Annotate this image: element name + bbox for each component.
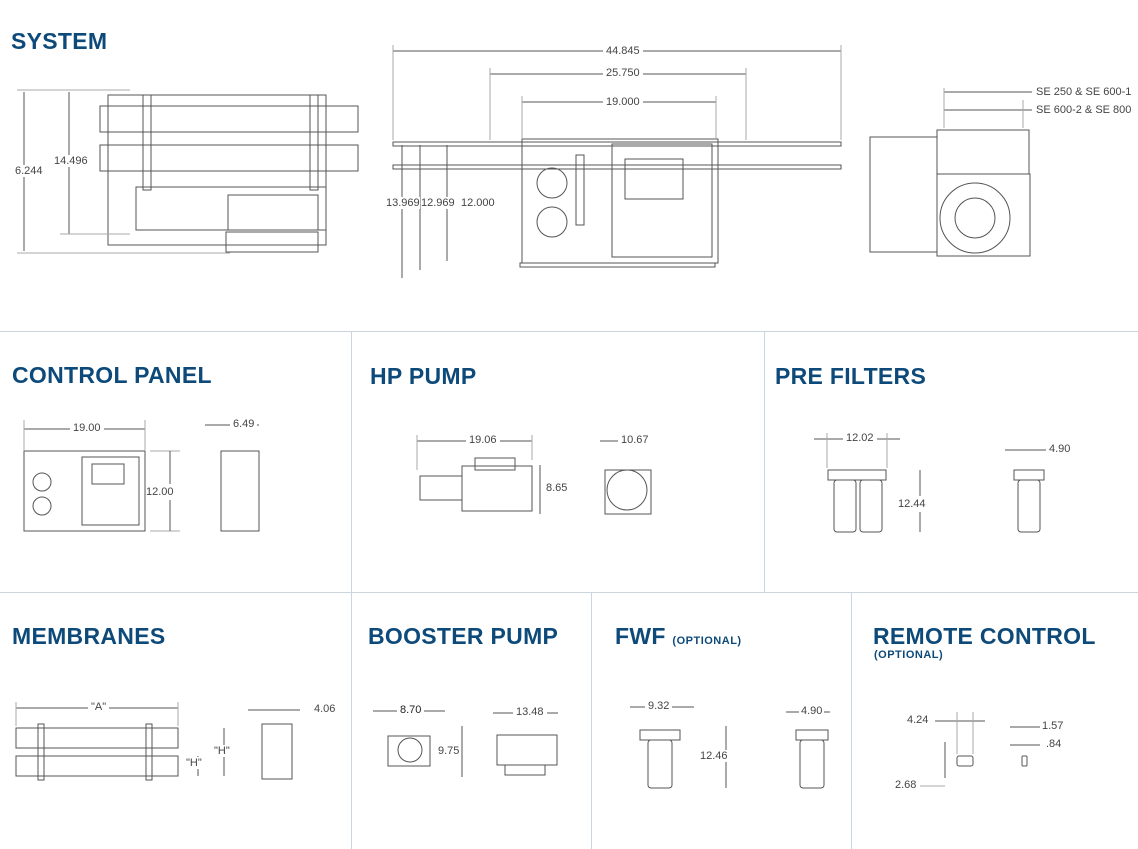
heading-booster-pump: BOOSTER PUMP: [368, 623, 559, 649]
fwf-optional: (OPTIONAL): [672, 635, 742, 647]
divider: [591, 592, 592, 849]
dim-mem-height-1: "H": [214, 745, 230, 757]
divider: [0, 592, 1138, 593]
divider: [0, 331, 1138, 332]
remote-control-drawing: [920, 712, 1040, 787]
dim-side-height: 14.496: [54, 155, 88, 167]
dim-variant-a: SE 250 & SE 600-1: [1036, 86, 1132, 98]
fwf-drawing: [630, 706, 830, 789]
dim-cp-depth: 6.49: [230, 418, 258, 430]
divider: [351, 592, 352, 849]
system-front-view: [392, 45, 842, 278]
dim-pf-depth: 4.90: [1046, 443, 1074, 455]
system-side-view: [17, 89, 359, 254]
heading-membranes: MEMBRANES: [12, 623, 166, 649]
dim-hp-height: 8.65: [546, 480, 568, 496]
dim-mem-length: "A": [88, 701, 110, 713]
dim-frame-length: 25.750: [603, 67, 643, 79]
dim-rc-depth: 1.57: [1042, 720, 1064, 732]
dim-height-panel: 12.000: [461, 197, 495, 209]
dim-pf-width: 12.02: [843, 432, 877, 444]
dim-hp-width: 10.67: [618, 434, 652, 446]
dim-height-total: 13.969: [386, 197, 420, 209]
heading-remote-control: REMOTE CONTROL: [873, 623, 1096, 649]
dim-fwf-height: 12.46: [700, 750, 728, 762]
divider: [851, 592, 852, 849]
pre-filters-drawing: [814, 433, 1070, 533]
system-end-view: [869, 88, 1032, 257]
dim-pf-height: 12.44: [898, 496, 926, 512]
heading-hp-pump: HP PUMP: [370, 363, 477, 389]
hp-pump-drawing: [416, 435, 652, 515]
heading-control-panel: CONTROL PANEL: [12, 362, 212, 388]
dim-mem-height-2: "H": [186, 757, 202, 769]
dim-cp-width: 19.00: [70, 422, 104, 434]
dim-rc-width: 4.24: [904, 714, 932, 726]
dim-bp-length: 13.48: [513, 706, 547, 718]
dim-rc-height: 2.68: [892, 779, 920, 791]
membranes-drawing: [15, 702, 300, 781]
dim-bp-width: 8.70: [397, 704, 425, 716]
booster-pump-drawing: [373, 710, 558, 777]
dim-side-depth: 6.244: [15, 165, 43, 177]
dim-panel-width: 19.000: [603, 96, 643, 108]
dim-cp-height: 12.00: [146, 484, 174, 500]
dim-fwf-depth: 4.90: [799, 705, 825, 717]
dim-rc-depth-inner: .84: [1046, 738, 1062, 750]
divider: [764, 331, 765, 592]
dim-mem-depth: 4.06: [311, 703, 339, 715]
control-panel-drawing: [23, 420, 260, 532]
dim-fwf-width: 9.32: [645, 700, 673, 712]
remote-control-optional: (OPTIONAL): [874, 649, 944, 661]
divider: [351, 331, 352, 592]
dim-bp-height: 9.75: [438, 745, 460, 757]
fwf-title: FWF: [615, 623, 666, 649]
dim-variant-b: SE 600-2 & SE 800: [1036, 104, 1132, 116]
dim-height-mid: 12.969: [421, 197, 455, 209]
dim-overall-length: 44.845: [603, 45, 643, 57]
heading-system: SYSTEM: [11, 28, 108, 54]
heading-pre-filters: PRE FILTERS: [775, 363, 927, 389]
dim-hp-length: 19.06: [466, 434, 500, 446]
heading-fwf: FWF (OPTIONAL): [615, 623, 742, 650]
